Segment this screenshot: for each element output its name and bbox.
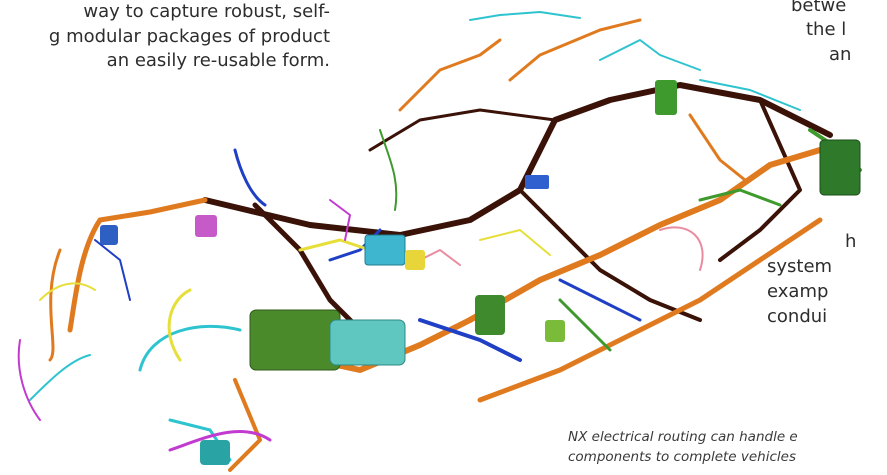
body-text-line: an easily re-usable form. bbox=[106, 50, 330, 71]
body-text-line: way to capture robust, self- bbox=[83, 1, 330, 22]
body-text-line: system bbox=[767, 256, 833, 277]
body-text-line: the l bbox=[806, 19, 847, 40]
body-text-line: examp bbox=[767, 281, 829, 302]
caption-line: components to complete vehicles bbox=[568, 449, 797, 465]
body-text-line: h bbox=[845, 231, 857, 252]
body-text-line: g modular packages of product bbox=[48, 25, 330, 47]
harness-magenta bbox=[17, 199, 351, 452]
figure-caption: NX electrical routing can handle e compo… bbox=[568, 427, 798, 467]
body-text-line: condui bbox=[767, 306, 828, 327]
harness-trunk bbox=[202, 82, 833, 333]
body-text-left: way to capture robust, self- g modular p… bbox=[0, 0, 330, 74]
body-text-line: betwe bbox=[791, 0, 847, 16]
body-text-line: an bbox=[829, 44, 852, 65]
harness-yellow bbox=[39, 229, 551, 362]
harness-blue bbox=[94, 148, 642, 362]
harness-orange bbox=[48, 18, 823, 472]
caption-line: NX electrical routing can handle e bbox=[568, 429, 798, 445]
harness-components bbox=[100, 80, 861, 465]
harness-cyan bbox=[29, 11, 801, 462]
harness-pink bbox=[409, 226, 704, 271]
